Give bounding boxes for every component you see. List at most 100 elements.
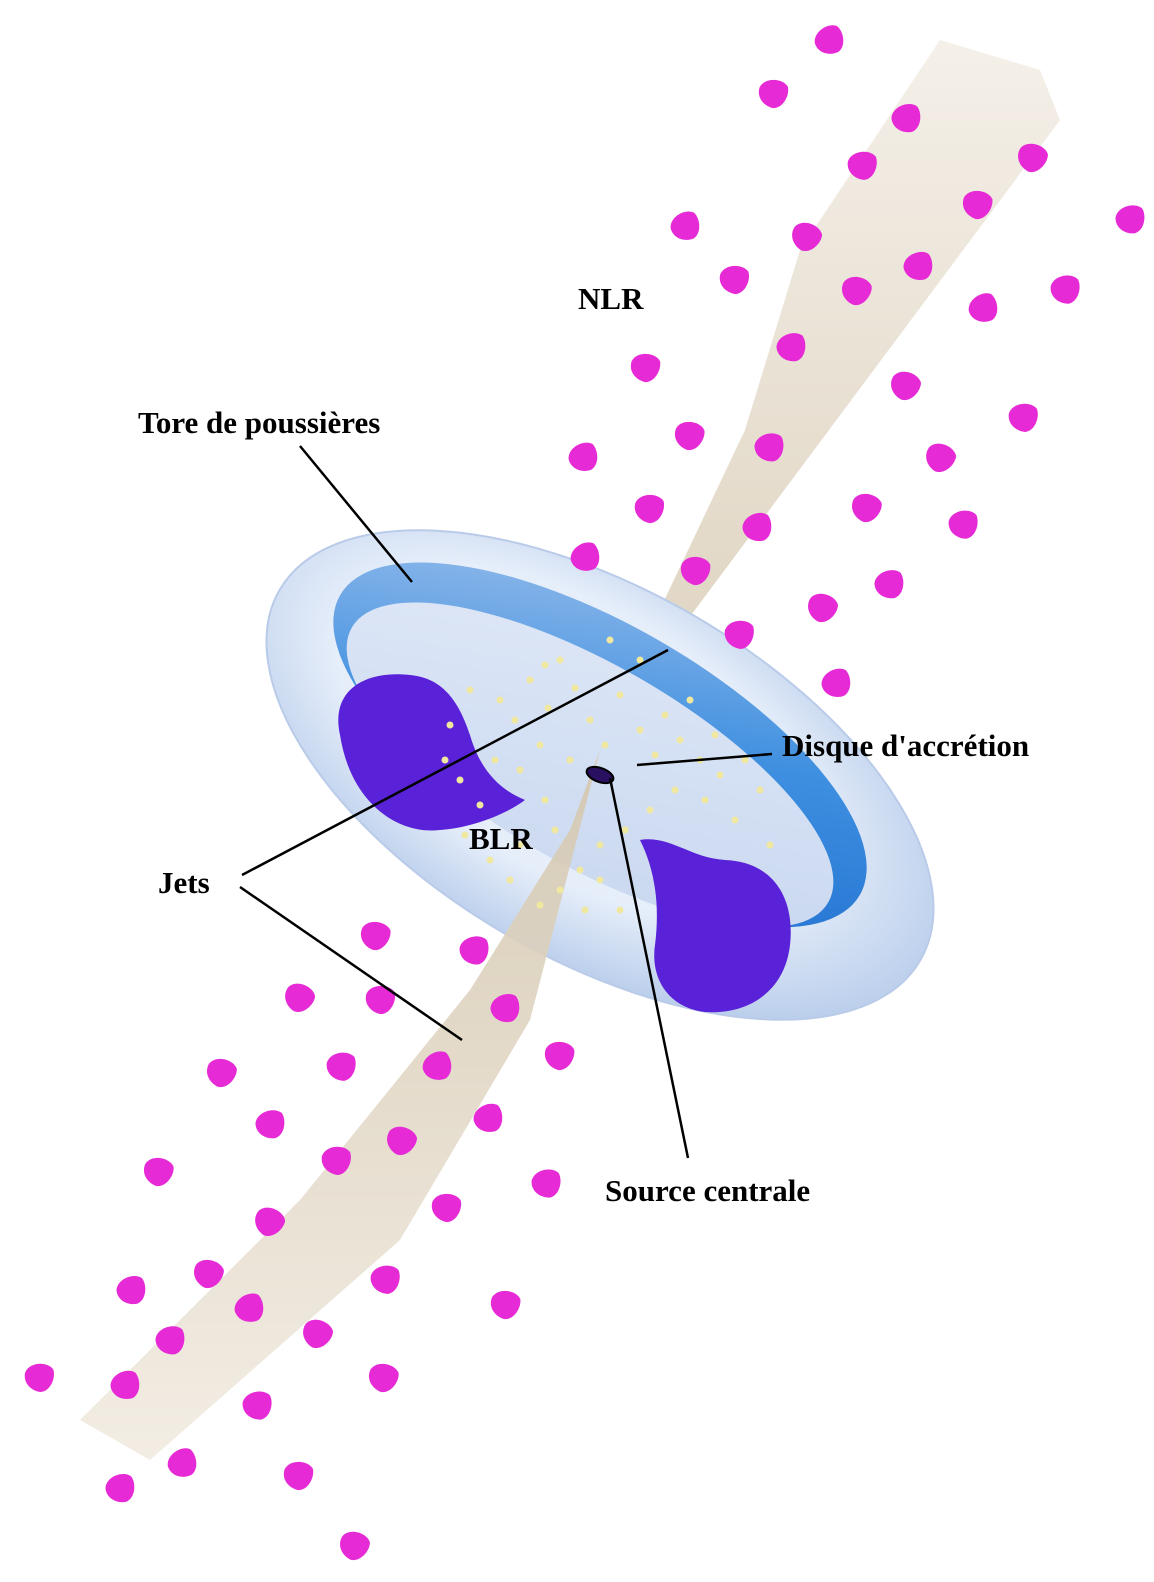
- blr-cloud-icon: [581, 906, 589, 914]
- nlr-cloud-icon: [1050, 275, 1080, 304]
- central-source-label: Source centrale: [605, 1173, 811, 1208]
- nlr-cloud-icon: [891, 104, 921, 133]
- blr-cloud-icon: [541, 661, 549, 669]
- blr-cloud-icon: [731, 816, 739, 824]
- blr-cloud-icon: [711, 731, 719, 739]
- nlr-cloud-icon: [422, 1051, 452, 1080]
- nlr-cloud-icon: [490, 1290, 521, 1320]
- leader-jets-upper: [241, 648, 669, 877]
- blr-cloud-icon: [506, 876, 514, 884]
- nlr-cloud-icon: [116, 1276, 146, 1305]
- nlr-label: NLR: [578, 281, 644, 316]
- nlr-cloud-icon: [814, 25, 844, 54]
- blr-cloud-icon: [766, 841, 774, 849]
- nlr-cloud-icon: [365, 985, 396, 1015]
- blr-cloud-icon: [476, 801, 484, 809]
- blr-cloud-icon: [486, 856, 494, 864]
- nlr-cloud-icon: [754, 433, 784, 462]
- nlr-cloud-icon: [851, 493, 882, 523]
- leader-disk: [636, 752, 773, 767]
- blr-cloud-icon: [586, 716, 594, 724]
- blr-label: BLR: [469, 821, 533, 856]
- nlr-cloud-icon: [255, 1207, 286, 1236]
- blr-cloud-icon: [636, 656, 644, 664]
- nlr-cloud-icon: [473, 1103, 503, 1132]
- blr-cloud-icon: [491, 756, 499, 764]
- blr-cloud-icon: [556, 656, 564, 664]
- leader-torus: [299, 445, 413, 583]
- leader-source: [608, 777, 690, 1159]
- jet-upper: [598, 40, 1060, 740]
- blr-cloud-icon: [536, 901, 544, 909]
- blr-cloud-icon: [541, 796, 549, 804]
- nlr-cloud-icon: [841, 276, 872, 306]
- blr-cloud-icon: [566, 756, 574, 764]
- nlr-cloud-icon: [24, 1363, 54, 1393]
- nlr-cloud-icon: [670, 211, 700, 240]
- nlr-cloud-icon: [531, 1169, 561, 1198]
- nlr-cloud-icon: [808, 593, 839, 623]
- accretion-disk: [346, 602, 834, 928]
- nlr-cloud-icon: [719, 265, 749, 295]
- nlr-cloud-icon: [326, 1052, 356, 1081]
- blr-cloud-icon: [756, 786, 764, 794]
- nlr-cloud-icon: [903, 251, 933, 281]
- blr-cloud-icon: [536, 741, 544, 749]
- nlr-cloud-icon: [962, 191, 993, 220]
- nlr-cloud-icon: [674, 421, 705, 451]
- blr-cloud-icon: [676, 736, 684, 744]
- nlr-cloud-icon: [758, 79, 789, 109]
- blr-cloud-icon: [571, 684, 579, 692]
- blr-cloud-icon: [606, 636, 614, 644]
- blr-cloud-icon: [556, 886, 564, 894]
- nlr-cloud-icon: [742, 512, 772, 542]
- nlr-cloud-icon: [891, 371, 921, 401]
- nlr-cloud-icon: [194, 1259, 224, 1289]
- nlr-cloud-icon: [283, 1461, 314, 1491]
- blr-cloud-icon: [446, 721, 454, 729]
- leader-jets-lower: [239, 885, 463, 1042]
- nlr-clouds: [24, 25, 1145, 1561]
- nlr-cloud-icon: [792, 222, 823, 252]
- nlr-cloud-icon: [1018, 143, 1048, 173]
- blr-cloud-icon: [636, 726, 644, 734]
- blr-cloud-icon: [516, 841, 524, 849]
- nlr-cloud-icon: [321, 1146, 351, 1176]
- blr-cloud-icon: [646, 806, 654, 814]
- nlr-cloud-icon: [303, 1319, 334, 1349]
- blr-cloud-icon: [601, 741, 609, 749]
- nlr-cloud-icon: [724, 620, 754, 649]
- nlr-cloud-icon: [459, 936, 489, 965]
- nlr-cloud-icon: [105, 1474, 135, 1503]
- accretion-disk-label: Disque d'accrétion: [782, 728, 1030, 763]
- blr-cloud-icon: [621, 826, 629, 834]
- blr-cloud-icon: [651, 751, 659, 759]
- blr-cloud-icon: [686, 696, 694, 704]
- nlr-cloud-icon: [155, 1326, 185, 1355]
- nlr-cloud-icon: [634, 494, 665, 524]
- nlr-cloud-icon: [387, 1126, 418, 1156]
- blr-cloud-icon: [671, 786, 679, 794]
- nlr-cloud-icon: [360, 921, 391, 951]
- nlr-cloud-icon: [568, 442, 598, 471]
- nlr-cloud-icon: [926, 443, 957, 473]
- blr-cloud-icon: [661, 711, 669, 719]
- nlr-cloud-icon: [776, 333, 806, 362]
- blr-cloud-icon: [741, 756, 749, 764]
- torus-section-right: [640, 839, 791, 1013]
- blr-cloud-icon: [461, 831, 469, 839]
- blr-cloud-icon: [596, 841, 604, 849]
- nlr-cloud-icon: [1115, 205, 1145, 234]
- nlr-cloud-icon: [242, 1391, 272, 1420]
- blr-cloud-icon: [576, 866, 584, 874]
- blr-cloud-icon: [701, 796, 709, 804]
- nlr-cloud-icon: [340, 1531, 370, 1561]
- nlr-cloud-icon: [285, 983, 316, 1012]
- nlr-cloud-icon: [821, 668, 851, 697]
- blr-cloud-icon: [526, 676, 534, 684]
- nlr-cloud-icon: [234, 1293, 264, 1322]
- nlr-cloud-icon: [110, 1370, 140, 1399]
- blr-cloud-icon: [516, 766, 524, 774]
- nlr-cloud-icon: [167, 1448, 197, 1477]
